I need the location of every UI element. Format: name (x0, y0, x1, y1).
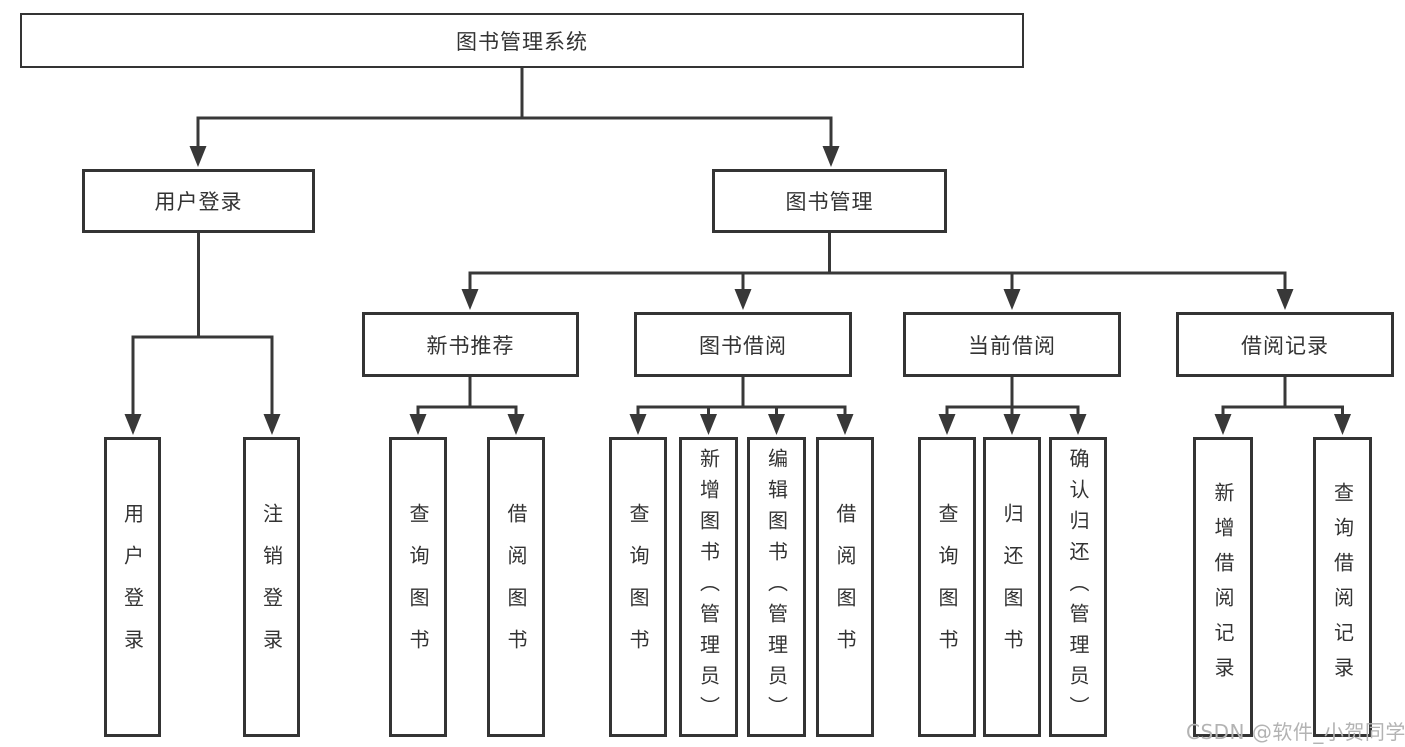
leaf-query-books-borrow: 查询图书 (609, 437, 667, 737)
leaf-confirm-return-admin: 确认归还（管理员） (1049, 437, 1107, 737)
node-user-login-label: 用户登录 (154, 190, 243, 214)
leaf-confirm-return-admin-label: 确认归还（管理员） (1066, 447, 1090, 727)
leaf-query-books-borrow-label: 查询图书 (626, 503, 650, 671)
node-new-book-recommend-label: 新书推荐 (426, 333, 515, 358)
node-borrow-records: 借阅记录 (1176, 312, 1394, 377)
node-user-login: 用户登录 (82, 169, 315, 233)
leaf-return-book-label: 归还图书 (1000, 503, 1024, 671)
leaf-query-books-current-label: 查询图书 (935, 503, 959, 671)
leaf-query-borrow-record: 查询借阅记录 (1313, 437, 1372, 737)
node-current-borrow: 当前借阅 (903, 312, 1121, 377)
arrowhead-icon (124, 146, 1351, 435)
leaf-add-borrow-record-label: 新增借阅记录 (1211, 482, 1235, 692)
csdn-watermark: CSDN @软件_小贺同学 (1186, 720, 1405, 744)
leaf-logout: 注销登录 (243, 437, 300, 737)
leaf-query-books-recommend-label: 查询图书 (406, 503, 430, 671)
leaf-borrow-books-recommend: 借阅图书 (487, 437, 545, 737)
connector-edges (131, 66, 1344, 418)
edge-new-book-recommend-to-leaves (416, 375, 518, 418)
leaf-query-books-current: 查询图书 (918, 437, 976, 737)
leaf-add-book-admin: 新增图书（管理员） (679, 437, 738, 737)
edge-book-management-to-level3 (468, 231, 1287, 293)
node-book-management: 图书管理 (712, 169, 947, 233)
edge-current-borrow-to-leaves (945, 375, 1080, 418)
node-current-borrow-label: 当前借阅 (968, 333, 1056, 358)
node-book-management-label: 图书管理 (785, 190, 874, 214)
leaf-query-borrow-record-label: 查询借阅记录 (1330, 482, 1355, 692)
leaf-logout-label: 注销登录 (259, 503, 284, 671)
node-new-book-recommend: 新书推荐 (362, 312, 579, 377)
edge-user-login-to-leaves (131, 231, 274, 418)
leaf-query-books-recommend: 查询图书 (389, 437, 447, 737)
leaf-add-borrow-record: 新增借阅记录 (1193, 437, 1253, 737)
edge-book-borrow-to-leaves (636, 375, 847, 418)
leaf-borrow-books-2: 借阅图书 (816, 437, 874, 737)
leaf-add-book-admin-label: 新增图书（管理员） (696, 447, 721, 727)
leaf-user-login: 用户登录 (104, 437, 161, 737)
edge-root-to-level2 (196, 66, 833, 150)
leaf-user-login-label: 用户登录 (120, 503, 145, 671)
leaf-borrow-books-recommend-label: 借阅图书 (504, 503, 528, 671)
node-library-system-label: 图书管理系统 (456, 29, 588, 54)
arrowhead-icons (124, 146, 1351, 435)
node-borrow-records-label: 借阅记录 (1241, 333, 1329, 358)
node-library-system: 图书管理系统 (20, 13, 1024, 68)
node-book-borrow-label: 图书借阅 (699, 333, 787, 358)
leaf-edit-book-admin: 编辑图书（管理员） (747, 437, 806, 737)
node-book-borrow: 图书借阅 (634, 312, 852, 377)
leaf-return-book: 归还图书 (983, 437, 1041, 737)
edge-borrow-records-to-leaves (1221, 375, 1344, 418)
leaf-edit-book-admin-label: 编辑图书（管理员） (764, 447, 789, 727)
leaf-borrow-books-2-label: 借阅图书 (833, 503, 857, 671)
